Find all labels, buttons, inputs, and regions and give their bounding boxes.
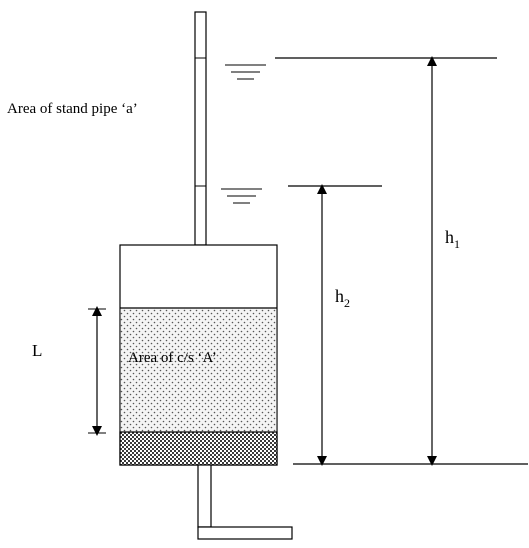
h2-label-subscript: 2 <box>344 296 350 310</box>
h2-label-base: h <box>335 286 344 306</box>
cross-section-area-label: Area of c/s ‘A’ <box>128 350 217 366</box>
length-label: L <box>32 341 42 360</box>
outlet-base <box>197 526 293 540</box>
porous-filter <box>119 431 278 466</box>
h1-label-subscript: 1 <box>454 237 460 251</box>
h1-label: h1 <box>445 227 460 251</box>
standpipe-area-label: Area of stand pipe ‘a’ <box>7 101 138 117</box>
stand-pipe <box>194 11 207 246</box>
water-level-1-symbol <box>225 64 266 80</box>
soil-sample <box>120 308 277 432</box>
h2-label: h2 <box>335 286 350 310</box>
outlet-pipe <box>197 464 212 528</box>
h1-label-base: h <box>445 227 454 247</box>
water-level-2-symbol <box>221 188 262 204</box>
